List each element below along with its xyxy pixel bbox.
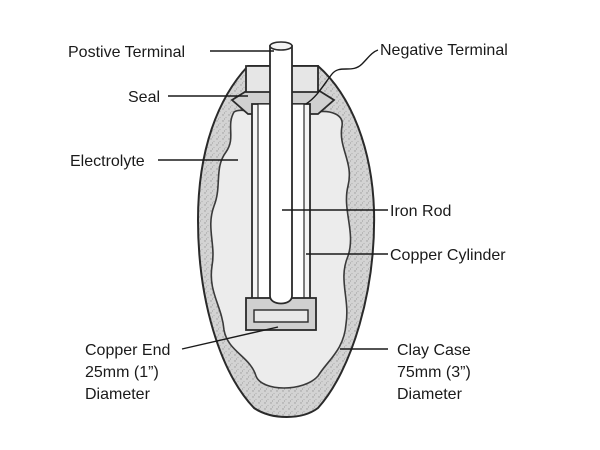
label-clay-case-size: 75mm (3”) <box>397 364 471 381</box>
label-copper-end-size: 25mm (1”) <box>85 364 159 381</box>
label-negative-terminal: Negative Terminal <box>380 42 508 59</box>
label-positive-terminal: Postive Terminal <box>68 44 185 61</box>
label-electrolyte: Electrolyte <box>70 153 145 170</box>
label-copper-end-diameter: Diameter <box>85 386 151 403</box>
label-clay-case: Clay Case <box>397 342 471 359</box>
copper-end-plate <box>253 309 309 323</box>
leader-copper-end <box>181 326 279 350</box>
label-clay-case-diameter: Diameter <box>397 386 463 403</box>
label-iron-rod: Iron Rod <box>390 203 451 220</box>
label-copper-cylinder: Copper Cylinder <box>390 247 506 264</box>
label-copper-end: Copper End <box>85 342 170 359</box>
negative-terminal-wire <box>305 49 379 105</box>
iron-rod-top <box>269 41 293 51</box>
iron-rod <box>269 45 293 305</box>
label-seal: Seal <box>128 89 160 106</box>
